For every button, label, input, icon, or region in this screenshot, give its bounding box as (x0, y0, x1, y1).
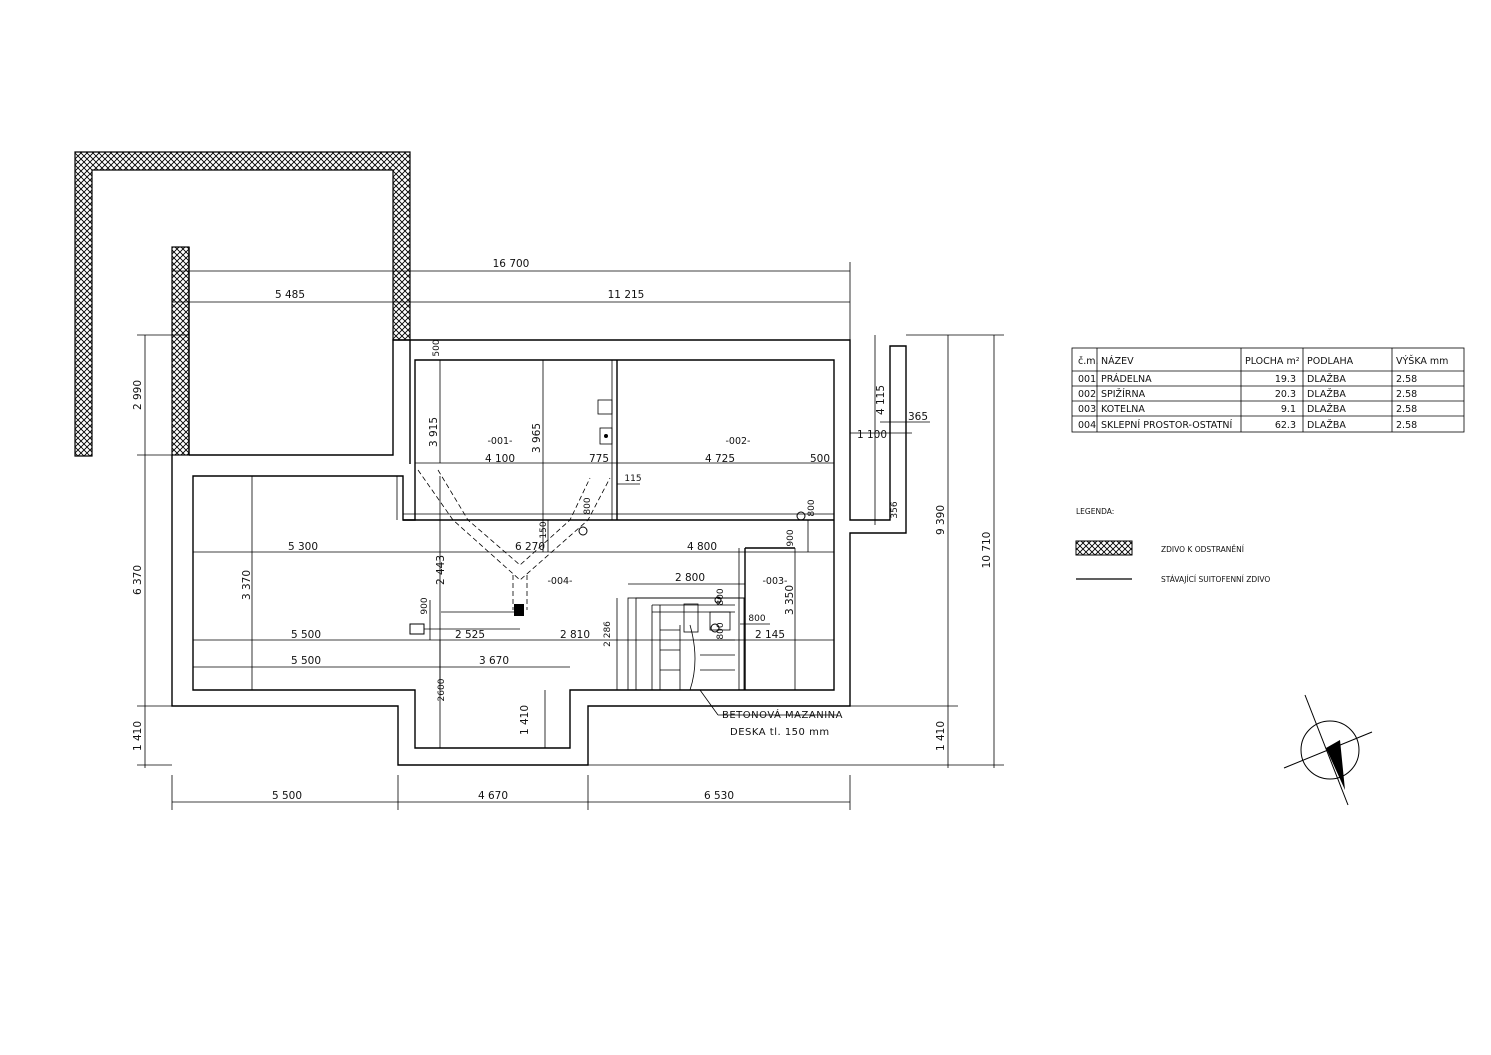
table-cell: 20.3 (1275, 389, 1296, 400)
dim-4725: 4 725 (705, 453, 735, 465)
table-cell: DLAŽBA (1307, 403, 1346, 415)
legend-title: LEGENDA: (1076, 507, 1114, 516)
dim-3965: 3 965 (531, 423, 543, 453)
dim-500b: 500 (810, 453, 830, 465)
dim-500a: 500 (432, 339, 442, 356)
table-header-cell: č.m. (1078, 356, 1099, 367)
door-label-a: 800 (583, 497, 593, 514)
north-arrow-icon (1283, 694, 1373, 806)
dim-3370: 3 370 (241, 570, 253, 600)
room-label-003: -003- (763, 576, 788, 587)
table-cell: 62.3 (1275, 420, 1296, 431)
ventilation-duct (409, 469, 611, 635)
dim-right-d: 4 115 (875, 385, 887, 415)
table-cell: 001 (1078, 374, 1096, 385)
room-table-text: č.m.NÁZEV PLOCHA m² PODLAHA VÝŠKA mm 001 PRÁD… (1078, 355, 1448, 431)
hatched-wall-left (171, 246, 190, 456)
dim-4100: 4 100 (485, 453, 515, 465)
table-cell: 004 (1078, 420, 1096, 431)
table-header-cell: VÝŠKA mm (1396, 355, 1448, 367)
dim-2286: 2 286 (603, 621, 613, 647)
legend: LEGENDA: ZDIVO K ODSTRANĚNÍ STÁVAJÍCÍ SU… (1075, 507, 1270, 584)
dim-5500b: 5 500 (291, 655, 321, 667)
dim-5300: 5 300 (288, 541, 318, 553)
table-cell: DLAŽBA (1307, 419, 1346, 431)
table-cell: SPIŽÍRNA (1101, 388, 1146, 400)
dim-150: 150 (539, 521, 549, 538)
room-label-001: -001- (488, 436, 513, 447)
room-label-002: -002- (726, 436, 751, 447)
table-cell: 9.1 (1281, 404, 1296, 415)
table-cell: DLAŽBA (1307, 388, 1346, 400)
room-label-004: -004- (548, 576, 573, 587)
dim-right-e: 1 100 (857, 429, 887, 441)
dim-3350: 3 350 (784, 585, 796, 615)
hatched-walls (74, 151, 411, 457)
dim-2600: 2600 (437, 678, 447, 701)
room-labels: -001- -002- -003- -004- (488, 436, 788, 587)
dim-4800: 4 800 (687, 541, 717, 553)
dim-left-b: 6 370 (132, 565, 144, 595)
legend-hatch-swatch (1075, 540, 1133, 556)
table-cell: 2.58 (1396, 420, 1417, 431)
dim-2800: 2 800 (675, 572, 705, 584)
dimension-labels: 16 700 5 485 11 215 5 500 4 670 6 530 2 … (132, 258, 993, 802)
table-cell: DLAŽBA (1307, 373, 1346, 385)
slab-note-subtitle: DESKA tl. 150 mm (730, 727, 830, 738)
dim-bottom-c: 6 530 (704, 790, 734, 802)
fixtures (578, 399, 806, 633)
table-header-cell: PODLAHA (1307, 356, 1354, 367)
table-cell: KOTELNA (1101, 404, 1145, 415)
table-cell: 19.3 (1275, 374, 1296, 385)
dim-bottom-a: 5 500 (272, 790, 302, 802)
dim-top-total: 16 700 (493, 258, 530, 270)
table-cell: 2.58 (1396, 404, 1417, 415)
dim-5500a: 5 500 (291, 629, 321, 641)
dim-left-a: 2 990 (132, 380, 144, 410)
dim-bottom-b: 4 670 (478, 790, 508, 802)
table-header-cell: PLOCHA m² (1245, 356, 1300, 367)
dim-2810: 2 810 (560, 629, 590, 641)
dim-775: 775 (589, 453, 609, 465)
dim-900a: 900 (420, 597, 430, 614)
dim-2145: 2 145 (755, 629, 785, 641)
dim-3670: 3 670 (479, 655, 509, 667)
table-header-cell: NÁZEV (1101, 355, 1134, 367)
dim-900b: 900 (786, 529, 796, 546)
table-cell: 003 (1078, 404, 1096, 415)
dim-2525: 2 525 (455, 629, 485, 641)
dim-115: 115 (624, 474, 641, 484)
dim-right-g: 356 (890, 501, 900, 518)
dim-6270: 6 270 (515, 541, 545, 553)
slab-note: BETONOVÁ MAZANINA DESKA tl. 150 mm (722, 708, 843, 738)
table-cell: SKLEPNÍ PROSTOR-OSTATNÍ (1101, 419, 1232, 431)
table-cell: 2.58 (1396, 374, 1417, 385)
dimension-lines (137, 262, 1004, 810)
table-cell: 002 (1078, 389, 1096, 400)
hatched-wall-top (74, 151, 411, 457)
legend-line-label: STÁVAJÍCÍ SUITOFENNÍ ZDIVO (1161, 575, 1270, 584)
door-label-d: 800 (716, 622, 726, 639)
room-table (1071, 347, 1465, 433)
dim-top-left: 5 485 (275, 289, 305, 301)
dim-top-right: 11 215 (608, 289, 645, 301)
table-cell: PRÁDELNA (1101, 373, 1152, 385)
dim-left-c: 1 410 (132, 721, 144, 751)
table-cell: 2.58 (1396, 389, 1417, 400)
dim-1410: 1 410 (519, 705, 531, 735)
dim-right-b: 10 710 (981, 532, 993, 569)
dim-right-f: 365 (908, 411, 928, 423)
dim-right-a: 9 390 (935, 505, 947, 535)
dim-3915: 3 915 (428, 417, 440, 447)
slab-note-title: BETONOVÁ MAZANINA (722, 708, 843, 721)
existing-walls (171, 247, 907, 766)
dim-right-c: 1 410 (935, 721, 947, 751)
door-label-c: 800 (716, 588, 726, 605)
dim-2443: 2 443 (435, 555, 447, 585)
door-label-b: 800 (807, 499, 817, 516)
dim-800: 800 (748, 614, 765, 624)
legend-hatch-label: ZDIVO K ODSTRANĚNÍ (1161, 545, 1244, 554)
